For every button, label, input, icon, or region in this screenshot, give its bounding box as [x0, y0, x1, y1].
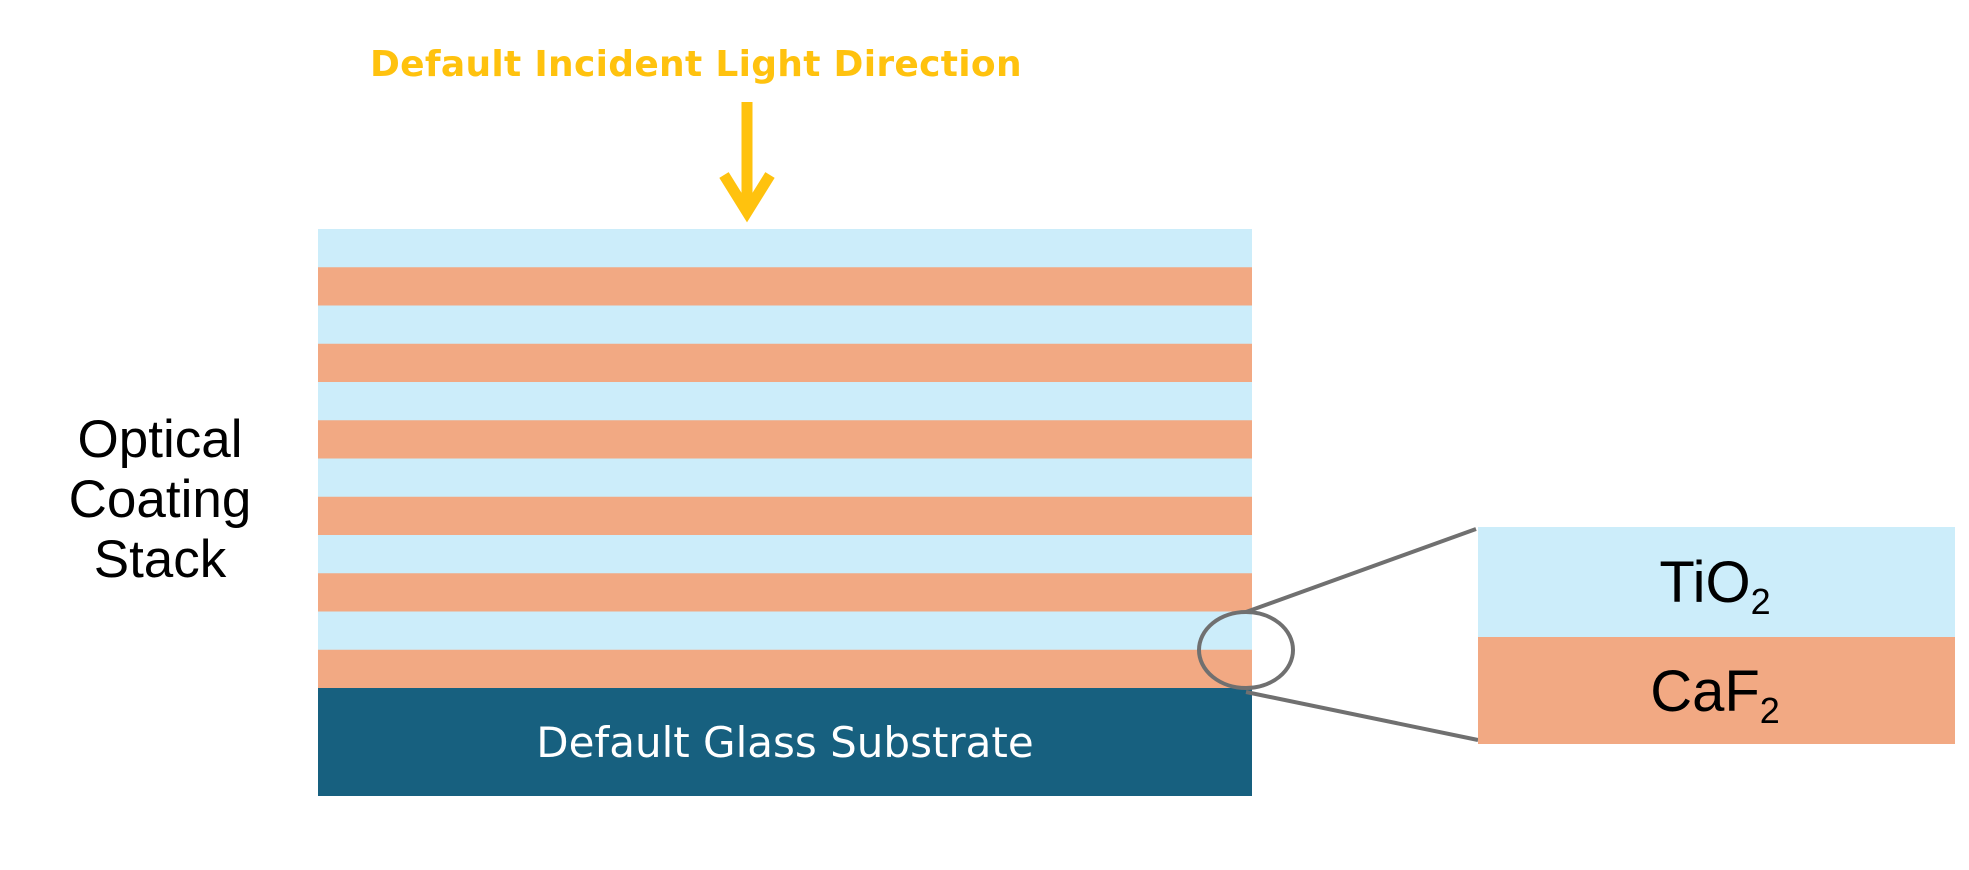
substrate-label: Default Glass Substrate — [536, 718, 1034, 767]
inset-caf2-base: CaF — [1650, 659, 1760, 724]
coating-layer-4-caf2 — [318, 343, 1252, 383]
incident-light-label: Default Incident Light Direction — [370, 44, 1022, 85]
glass-substrate — [318, 688, 1252, 796]
stack-label-line-1: Optical — [77, 410, 243, 469]
inset-caf2-subscript: 2 — [1759, 690, 1780, 731]
coating-layer-6-caf2 — [318, 420, 1252, 460]
coating-layer-8-caf2 — [318, 496, 1252, 536]
coating-layer-11-tio2 — [318, 611, 1252, 651]
inset-tio2-base: TiO — [1659, 550, 1751, 615]
incident-arrow-head — [719, 172, 775, 223]
coating-layers — [318, 229, 1252, 689]
coating-layer-9-tio2 — [318, 535, 1252, 574]
inset-caf2-label: CaF2 — [1478, 638, 1952, 746]
coating-layer-7-tio2 — [318, 458, 1252, 498]
magnifier-circle — [1197, 610, 1295, 690]
stack-label-line-2: Coating — [68, 470, 252, 529]
callout — [1197, 527, 1479, 742]
coating-layer-1-tio2 — [318, 229, 1252, 268]
coating-layer-10-caf2 — [318, 573, 1252, 613]
coating-layer-5-tio2 — [318, 382, 1252, 421]
incident-arrow — [719, 102, 775, 223]
coating-layer-12-caf2 — [318, 649, 1252, 689]
coating-layer-3-tio2 — [318, 305, 1252, 345]
callout-line-bottom — [1245, 690, 1479, 742]
inset-tio2-layer — [1478, 527, 1955, 637]
callout-line-top — [1245, 527, 1477, 614]
optical-coating-stack-label: Optical Coating Stack — [40, 410, 280, 590]
inset-tio2-label: TiO2 — [1478, 529, 1952, 637]
inset-caf2-layer — [1478, 637, 1955, 744]
coating-layer-2-caf2 — [318, 267, 1252, 307]
stack-label-line-3: Stack — [93, 530, 227, 589]
inset-tio2-subscript: 2 — [1750, 581, 1771, 622]
